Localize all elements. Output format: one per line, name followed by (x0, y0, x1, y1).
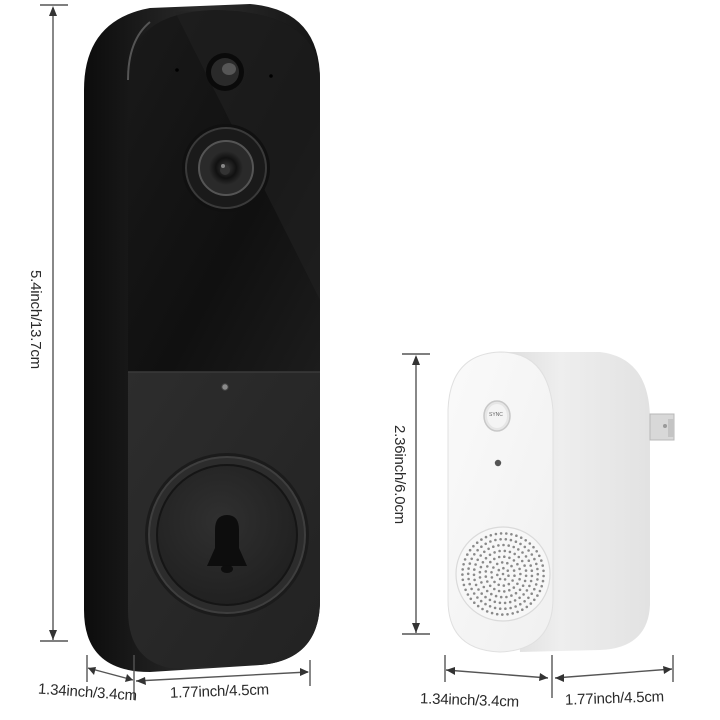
chime-height-dimension (402, 353, 430, 635)
sync-button-label: SYNC (489, 412, 503, 418)
pir-sensor (206, 53, 244, 91)
chime-height-label: 2.36inch/6.0cm (391, 425, 408, 524)
chime-width-dimension (554, 655, 674, 682)
chime-depth-label: 1.34inch/3.4cm (419, 690, 520, 711)
chime-width-label: 1.77inch/4.5cm (564, 688, 665, 709)
microphone-hole-right (269, 74, 273, 78)
indicator-led (494, 459, 502, 467)
doorbell-depth-dimension (86, 655, 135, 700)
speaker-grille (455, 526, 551, 622)
bell-button[interactable] (145, 453, 309, 617)
video-doorbell (84, 4, 320, 672)
doorbell-width-dimension (135, 660, 311, 686)
chime-depth-dimension (444, 655, 553, 698)
sync-button[interactable] (483, 400, 511, 432)
bell-icon (207, 515, 247, 566)
microphone-hole-left (175, 68, 179, 72)
doorbell-height-label: 5.4inch/13.7cm (27, 270, 44, 369)
power-plug (649, 413, 675, 441)
status-led (221, 383, 229, 391)
doorbell-width-label: 1.77inch/4.5cm (169, 681, 270, 702)
plug-in-chime (447, 351, 675, 653)
doorbell-height-dimension (40, 4, 68, 642)
camera-lens (182, 124, 270, 212)
